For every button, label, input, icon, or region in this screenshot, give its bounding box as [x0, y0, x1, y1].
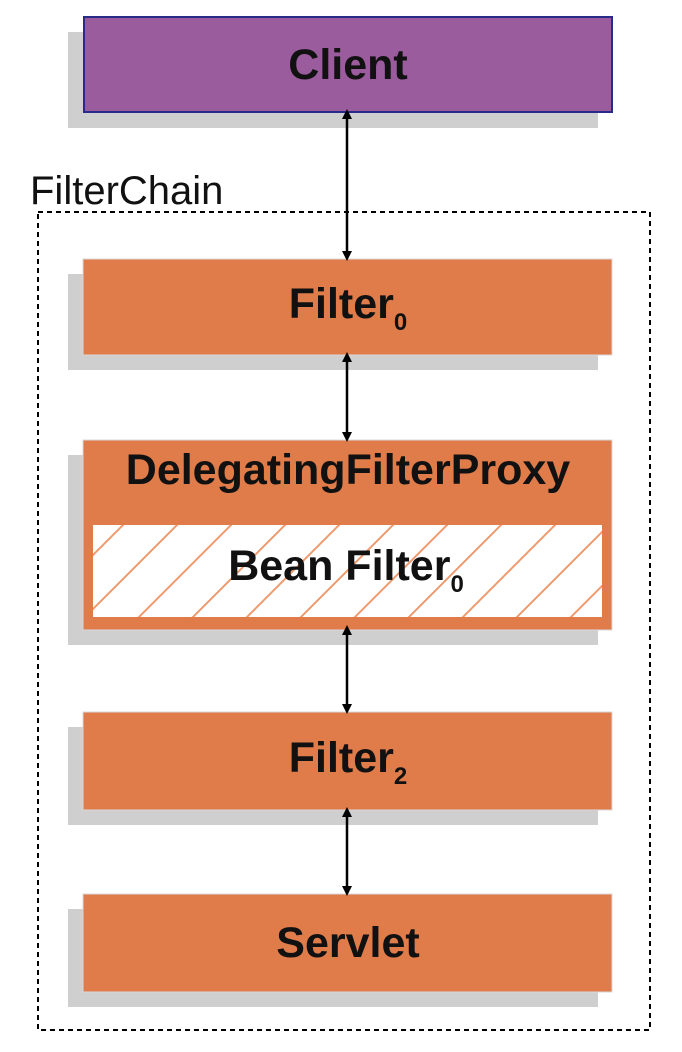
bean-filter-hatch [91, 523, 604, 619]
filter2-node: Filter2 [68, 711, 613, 825]
client-node: Client [68, 16, 613, 128]
filter-chain-label: FilterChain [30, 169, 223, 213]
servlet-box [82, 893, 613, 993]
bean-filter-label: Bean Filter0 [228, 542, 464, 598]
servlet-label: Servlet [276, 919, 419, 967]
filter2-label: Filter2 [289, 734, 408, 790]
filter2-box [82, 711, 613, 811]
bean-filter-node: Bean Filter0 [91, 523, 604, 619]
client-label: Client [288, 41, 407, 89]
filter0-node: Filter0 [68, 258, 613, 370]
filter0-box [82, 258, 613, 356]
proxy-label: DelegatingFilterProxy [126, 446, 571, 494]
filter0-label: Filter0 [289, 280, 408, 336]
client-box [83, 16, 613, 113]
delegating-filter-proxy-node: DelegatingFilterProxy Bean Filter0 [68, 439, 613, 645]
servlet-node: Servlet [68, 893, 613, 1007]
